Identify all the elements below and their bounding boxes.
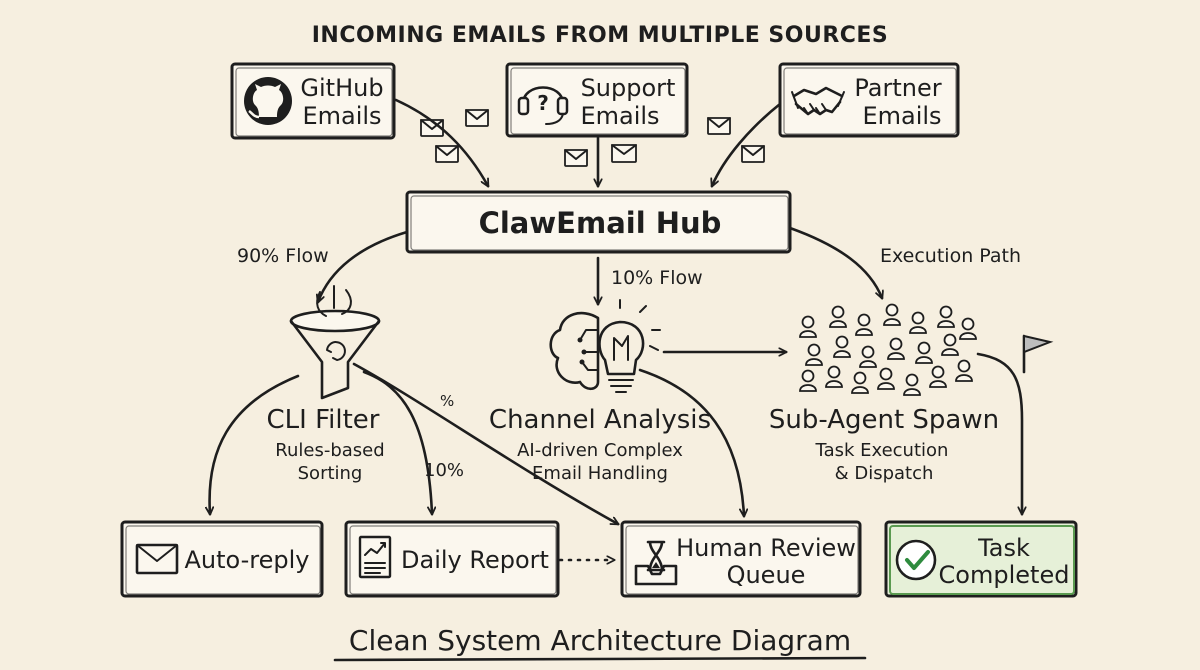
flow-label-center: 10% Flow: [611, 267, 703, 289]
filter-sub1: Rules-based: [275, 440, 384, 461]
svg-text:?: ?: [537, 91, 549, 115]
agent-figure: [825, 365, 843, 388]
hub-box: ClawEmail Hub: [405, 190, 792, 254]
source-partner: Partner Emails: [778, 62, 960, 138]
source-support-line1: Support: [581, 74, 676, 102]
hourglass-inbox-icon: [634, 540, 678, 586]
output-human-review: Human Review Queue: [620, 520, 862, 598]
output-auto-reply-label: Auto-reply: [184, 546, 309, 574]
agent-figure: [941, 333, 959, 356]
spawn-sub1: Task Execution: [815, 440, 949, 461]
agent-figure: [851, 371, 869, 394]
node-cli-filter: CLI Filter Rules-based Sorting: [267, 285, 385, 484]
arrow-spawn-to-completed: [976, 352, 1022, 514]
agent-figure: [833, 335, 851, 358]
spawn-sub2: & Dispatch: [835, 463, 934, 484]
check-circle-icon: [895, 539, 937, 581]
envelope-icon: [564, 149, 588, 167]
hub-label: ClawEmail Hub: [479, 206, 722, 240]
arrow-analysis-to-review: [638, 368, 744, 516]
agent-figure: [877, 367, 895, 390]
handshake-icon: [791, 86, 845, 116]
output-daily-report-label: Daily Report: [401, 546, 549, 574]
arrow-partner-to-hub: [712, 102, 782, 186]
filter-title: CLI Filter: [267, 405, 380, 435]
envelope-icon: [611, 144, 637, 163]
output-auto-reply: Auto-reply: [120, 520, 324, 598]
source-github-line2: Emails: [302, 102, 381, 130]
output-human-review-line1: Human Review: [676, 534, 856, 562]
arrow-hub-to-spawn: [788, 226, 882, 298]
agent-figure: [855, 313, 873, 336]
brain-bulb-icon: [549, 299, 661, 393]
agent-figure: [883, 303, 901, 326]
arrow-filter-to-autoreply: [210, 374, 300, 514]
agent-figure: [929, 365, 947, 388]
agent-figure: [909, 311, 927, 334]
arrow-hub-to-filter: [318, 230, 409, 302]
agent-figure: [959, 317, 977, 340]
envelope-icon: [741, 145, 765, 163]
source-support: ? Support Emails: [505, 62, 689, 138]
headset-question-icon: ?: [517, 86, 569, 125]
source-support-line2: Emails: [580, 102, 659, 130]
source-github-line1: GitHub: [300, 74, 383, 102]
flag-icon: [1022, 334, 1054, 374]
arrow-github-to-hub: [394, 98, 490, 186]
envelope-icon: [465, 109, 489, 127]
analysis-sub1: AI-driven Complex: [517, 440, 683, 461]
caption-underline: [333, 656, 867, 662]
node-sub-agent-spawn: Sub-Agent Spawn Task Execution & Dispatc…: [769, 303, 999, 484]
output-task-completed-line1: Task: [977, 534, 1030, 562]
agent-figure: [799, 369, 817, 392]
flow-label-right: Execution Path: [880, 245, 1021, 267]
agent-figure: [859, 345, 877, 368]
github-icon: [244, 77, 292, 125]
agent-figure: [915, 341, 933, 364]
agent-figure: [805, 343, 823, 366]
envelope-icon: [435, 145, 459, 163]
output-human-review-line2: Queue: [727, 561, 806, 589]
filter-sub2: Sorting: [298, 463, 363, 484]
arrow-filter-to-review: [352, 362, 618, 526]
analysis-title: Channel Analysis: [489, 405, 711, 435]
source-partner-line2: Emails: [862, 102, 941, 130]
analysis-sub2: Email Handling: [532, 463, 668, 484]
output-task-completed: Task Completed: [884, 520, 1078, 598]
source-partner-line1: Partner: [854, 74, 941, 102]
flow-label-mid-pct: %: [440, 392, 454, 410]
agent-figure: [903, 373, 921, 396]
funnel-icon: [289, 285, 381, 400]
agent-figure: [937, 305, 955, 328]
envelope-icon: [707, 117, 731, 135]
spawn-title: Sub-Agent Spawn: [769, 405, 999, 435]
flow-label-mid-10: 10%: [424, 460, 464, 481]
source-github: GitHub Emails: [230, 62, 396, 140]
output-task-completed-line2: Completed: [939, 561, 1070, 589]
envelope-icon: [135, 543, 179, 575]
report-chart-icon: [358, 535, 392, 579]
node-channel-analysis: Channel Analysis AI-driven Complex Email…: [489, 299, 711, 484]
agent-figure: [955, 359, 973, 382]
flow-label-left: 90% Flow: [237, 245, 329, 267]
diagram-header: INCOMING EMAILS FROM MULTIPLE SOURCES: [312, 23, 889, 48]
output-daily-report: Daily Report: [344, 520, 560, 598]
agent-figure: [829, 305, 847, 328]
agents-crowd-icon: [799, 303, 977, 396]
agent-figure: [799, 315, 817, 338]
diagram-caption: Clean System Architecture Diagram: [349, 624, 851, 657]
envelope-icons: [420, 109, 765, 167]
agent-figure: [887, 337, 905, 360]
